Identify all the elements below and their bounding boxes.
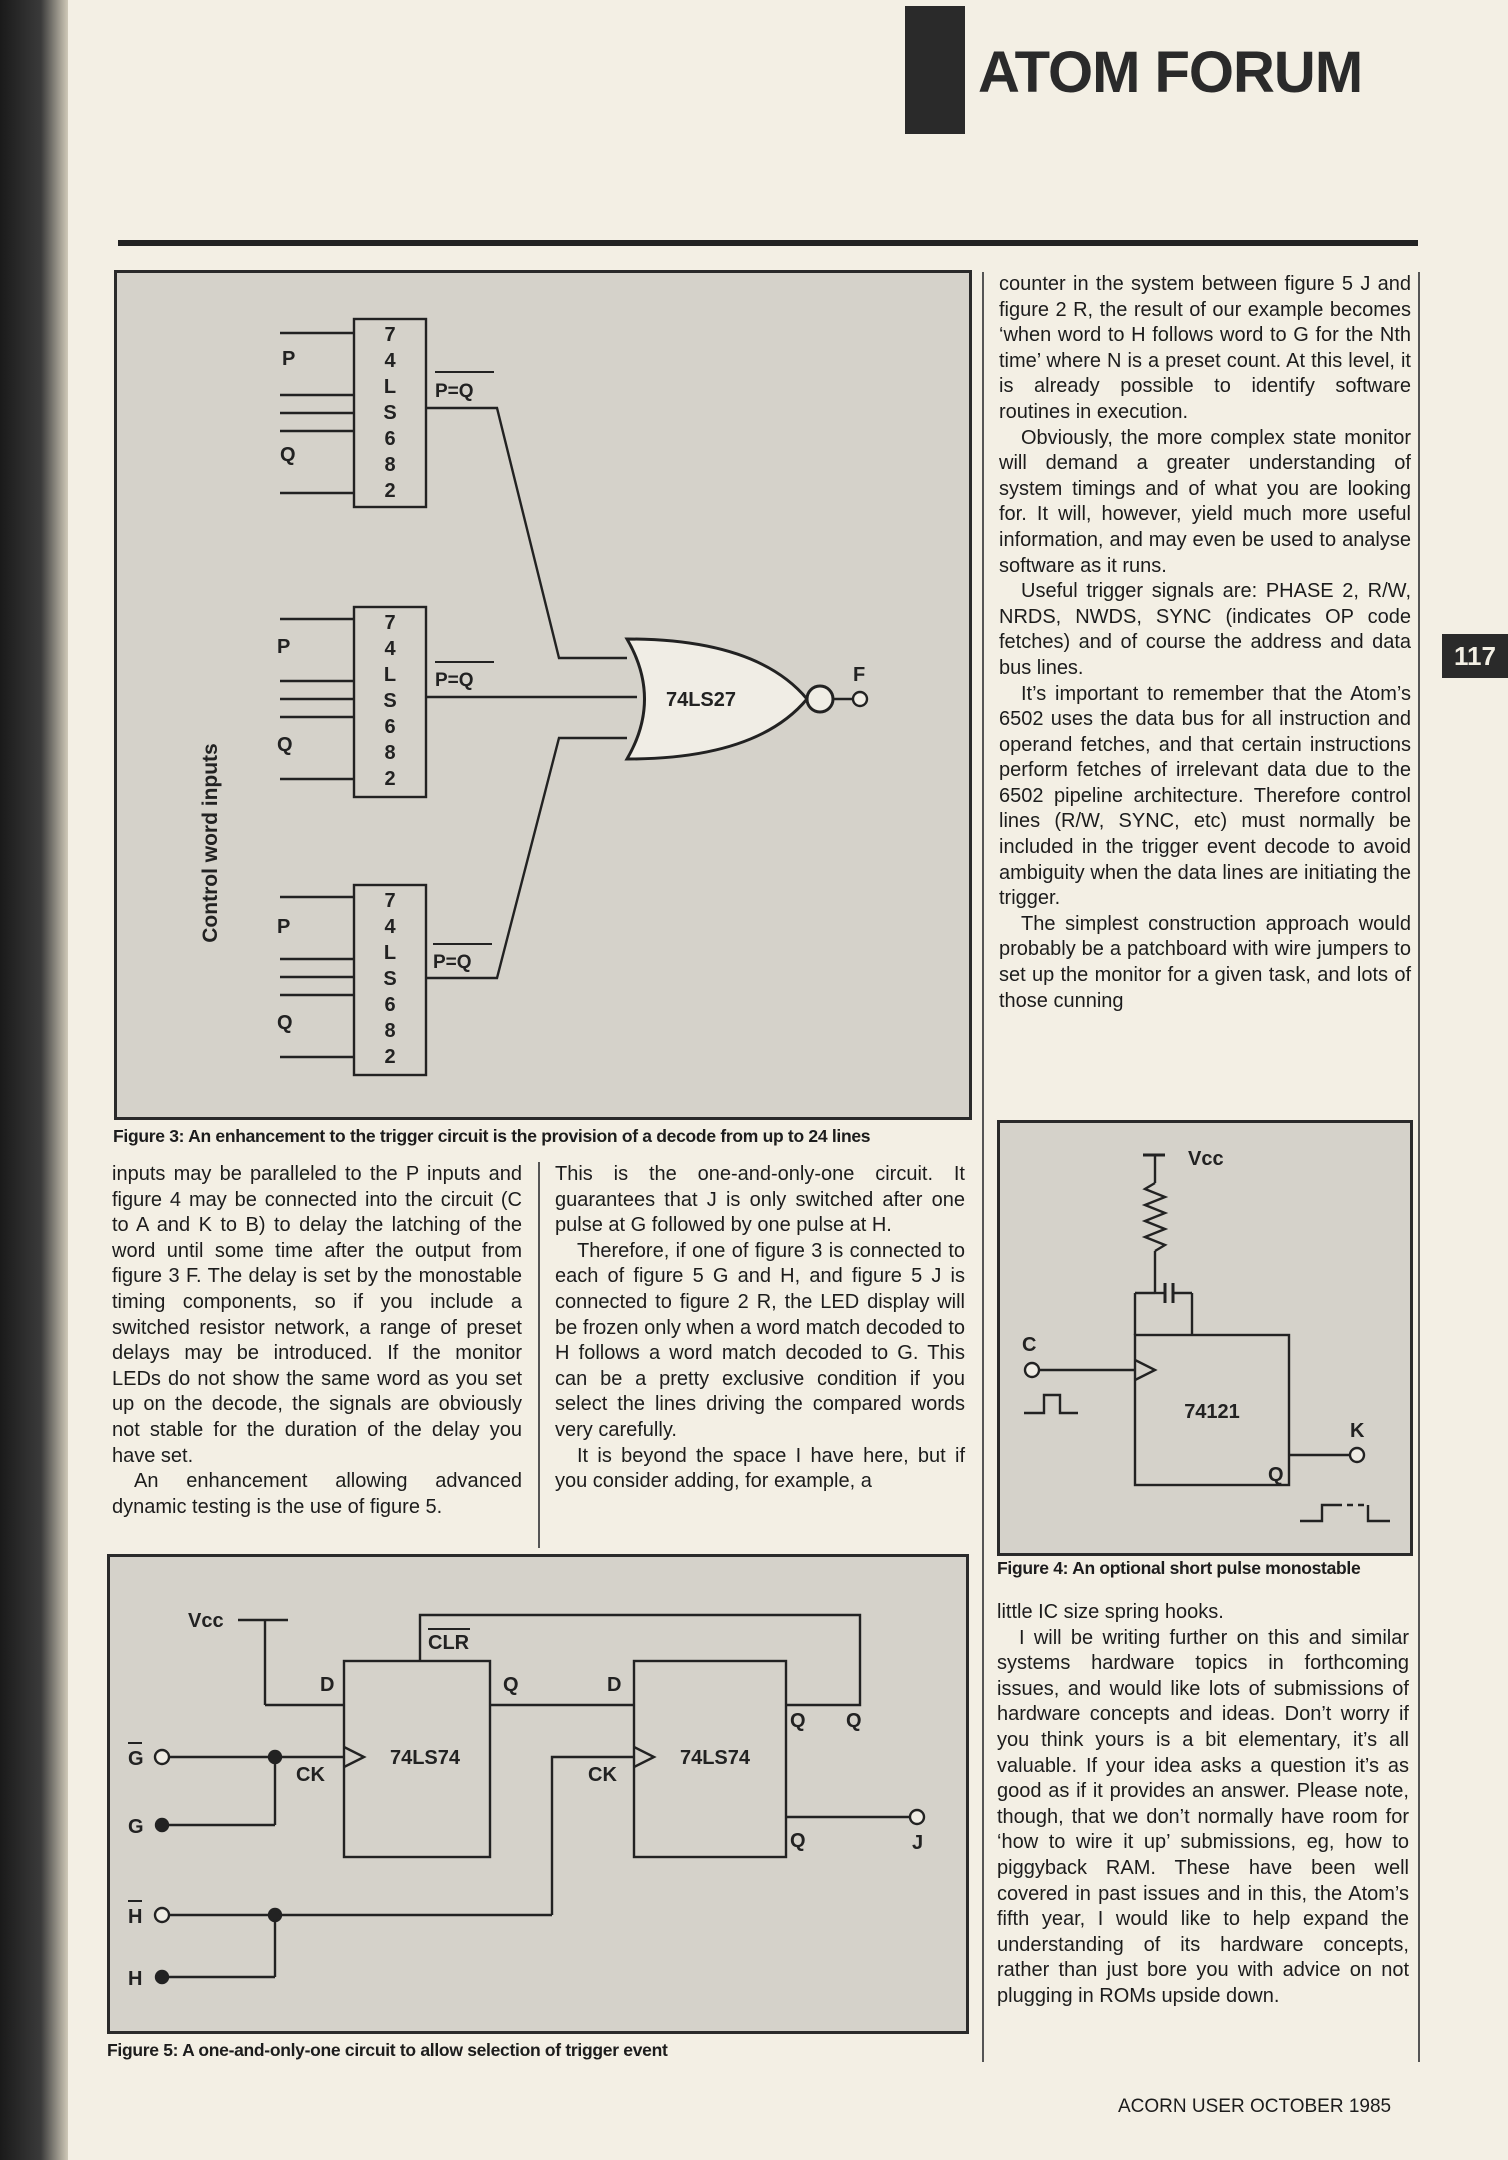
svg-text:S: S: [383, 690, 396, 712]
input-g-label: G: [128, 1816, 144, 1838]
paragraph: This is the one-and-only-one circuit. It…: [555, 1163, 965, 1237]
svg-text:L: L: [384, 664, 396, 686]
svg-text:6: 6: [384, 716, 395, 738]
output-j-label: J: [912, 1832, 923, 1854]
input-c-label: C: [1022, 1334, 1036, 1356]
output-k-label: K: [1350, 1420, 1365, 1442]
svg-text:S: S: [383, 402, 396, 424]
paragraph: An enhancement allowing advanced dynamic…: [112, 1470, 522, 1518]
header-rule: [118, 240, 1418, 246]
qbar-label: Q: [846, 1710, 862, 1732]
paragraph: I will be writing further on this and si…: [997, 1626, 1409, 2007]
q-label: Q: [1268, 1464, 1284, 1486]
figure-5-caption: Figure 5: A one-and-only-one circuit to …: [107, 2040, 668, 2060]
chip1-label: 74LS74: [390, 1747, 461, 1769]
resistor-symbol: [1141, 1181, 1169, 1253]
vcc-label: Vcc: [188, 1610, 224, 1632]
ck-label-1: CK: [296, 1764, 325, 1786]
paragraph: Therefore, if one of figure 3 is connect…: [555, 1239, 965, 1441]
chip-74ls682-3: [352, 883, 428, 1077]
paragraph: Obviously, the more complex state monito…: [999, 426, 1411, 577]
svg-text:2: 2: [384, 480, 395, 502]
figure-4-schematic: Vcc 74121 C K Q: [997, 1120, 1413, 1556]
svg-text:8: 8: [384, 742, 395, 764]
paragraph: inputs may be paralleled to the P inputs…: [112, 1163, 522, 1467]
svg-text:4: 4: [384, 916, 396, 938]
chip-74ls682-1: [352, 317, 428, 509]
paragraph: little IC size spring hooks.: [997, 1601, 1224, 1623]
paragraph: It is beyond the space I have here, but …: [555, 1444, 965, 1493]
svg-text:6: 6: [384, 428, 395, 450]
section-title: ATOM FORUM: [978, 40, 1363, 105]
clr-label: CLR: [428, 1632, 470, 1654]
page-number-tab: 117: [1442, 634, 1508, 678]
chip3-p-input-label: P: [277, 916, 290, 938]
chip3-output-label: P=Q: [433, 952, 472, 973]
chip1-output-label: P=Q: [435, 381, 474, 402]
chip2-label: 74LS74: [680, 1747, 751, 1769]
vcc-label: Vcc: [1188, 1148, 1224, 1170]
chip1-q-input-label: Q: [280, 444, 296, 466]
figure-5-schematic: Vcc D 74LS74 CK CLR Q D 74LS74 CK Q Q Q …: [107, 1554, 969, 2034]
column-divider: [982, 272, 984, 2062]
svg-text:4: 4: [384, 350, 396, 372]
paragraph: counter in the system between figure 5 J…: [999, 273, 1411, 423]
body-column-right-top: counter in the system between figure 5 J…: [999, 272, 1411, 1014]
chip-label: 74121: [1184, 1401, 1240, 1423]
svg-text:7: 7: [384, 324, 395, 346]
control-word-inputs-label: Control word inputs: [199, 743, 222, 942]
gate-label: 74LS27: [666, 689, 736, 711]
svg-text:4: 4: [384, 638, 396, 660]
q-label-1: Q: [503, 1674, 519, 1696]
d-label-1: D: [320, 1674, 334, 1696]
capacitor-symbol: [1133, 1283, 1194, 1335]
body-column-right-bottom: little IC size spring hooks. I will be w…: [997, 1600, 1409, 2010]
page-binding-shadow: [0, 0, 68, 2160]
nor-gate-74ls27: [624, 637, 809, 761]
svg-text:7: 7: [384, 890, 395, 912]
chip2-p-input-label: P: [277, 636, 290, 658]
input-pulse-symbol: [1024, 1393, 1078, 1415]
body-column-left: inputs may be paralleled to the P inputs…: [112, 1162, 522, 1520]
figure-3-caption: Figure 3: An enhancement to the trigger …: [113, 1126, 871, 1146]
svg-text:L: L: [384, 376, 396, 398]
chip2-output-label: P=Q: [435, 670, 474, 691]
svg-text:2: 2: [384, 1046, 395, 1068]
output-pulse-symbol: [1300, 1503, 1336, 1523]
chip2-q-input-label: Q: [277, 734, 293, 756]
chip3-q-input-label: Q: [277, 1012, 293, 1034]
svg-text:S: S: [383, 968, 396, 990]
svg-text:2: 2: [384, 768, 395, 790]
svg-text:L: L: [384, 942, 396, 964]
d-label-2: D: [607, 1674, 621, 1696]
chip-74121: [1133, 1333, 1291, 1487]
ck-label-2: CK: [588, 1764, 617, 1786]
flip-flop-2-74ls74: [632, 1659, 788, 1859]
output-f-label: F: [853, 664, 865, 686]
body-column-middle: This is the one-and-only-one circuit. It…: [555, 1162, 965, 1495]
paragraph: Useful trigger signals are: PHASE 2, R/W…: [999, 580, 1411, 679]
input-h-label: H: [128, 1968, 142, 1990]
q-label-2: Q: [790, 1710, 806, 1732]
svg-text:8: 8: [384, 1020, 395, 1042]
q-label-3: Q: [790, 1830, 806, 1852]
column-divider: [1418, 272, 1420, 2062]
svg-text:7: 7: [384, 612, 395, 634]
input-g-bar-label: G: [128, 1748, 144, 1770]
flip-flop-1-74ls74: [342, 1659, 492, 1859]
section-marker-block: [905, 6, 965, 134]
page-footer: ACORN USER OCTOBER 1985: [1118, 2096, 1392, 2117]
figure-4-caption: Figure 4: An optional short pulse monost…: [997, 1558, 1361, 1578]
paragraph: It’s important to remember that the Atom…: [999, 682, 1411, 910]
chip-74ls682-2: [352, 605, 428, 799]
svg-text:8: 8: [384, 454, 395, 476]
column-divider: [538, 1162, 540, 1548]
svg-text:6: 6: [384, 994, 395, 1016]
chip1-p-input-label: P: [282, 348, 295, 370]
input-h-bar-label: H: [128, 1906, 142, 1928]
paragraph: The simplest construction approach would…: [999, 912, 1411, 1012]
